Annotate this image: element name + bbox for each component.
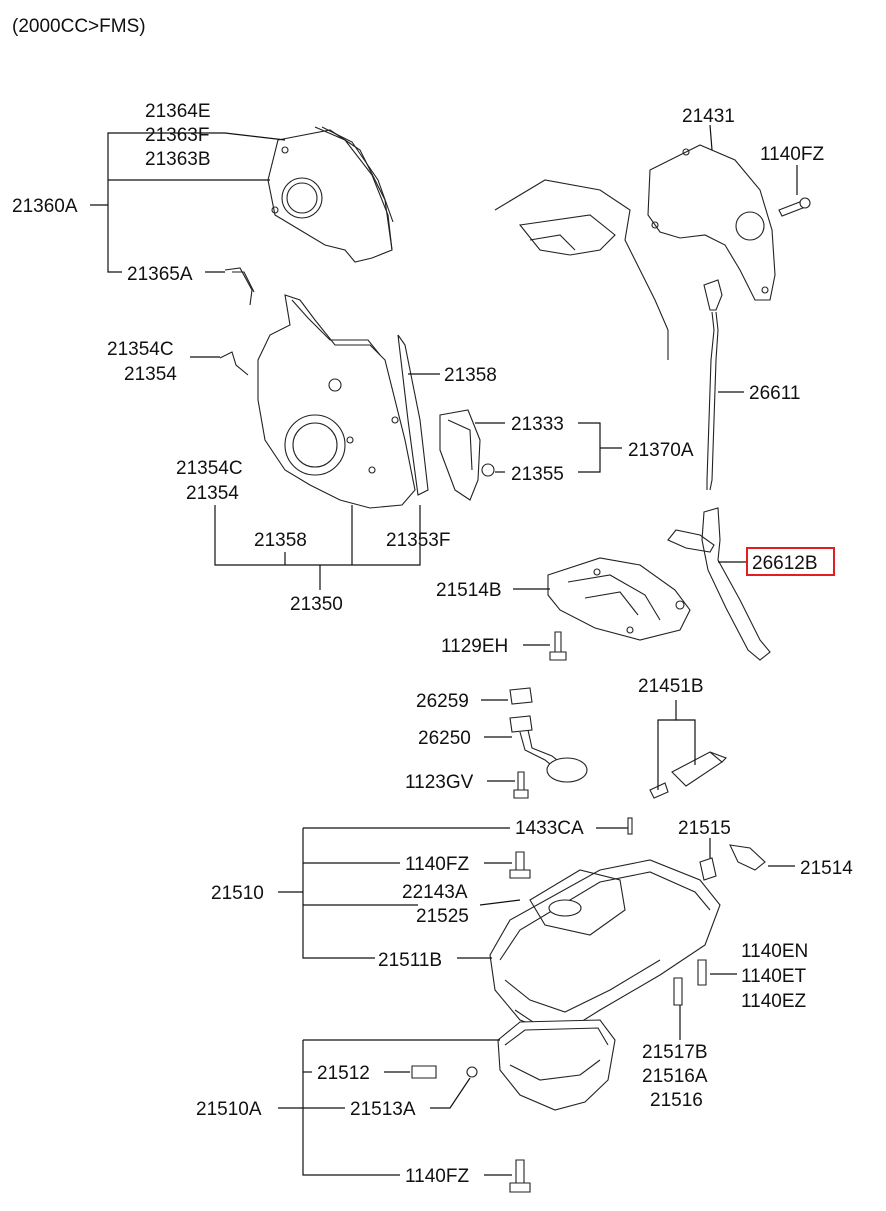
label-1140EN[interactable]: 1140EN: [741, 941, 808, 962]
label-21513A[interactable]: 21513A: [350, 1099, 416, 1120]
label-21363F[interactable]: 21363F: [145, 125, 209, 146]
dipstick-drawing: [667, 279, 771, 661]
label-21354-b[interactable]: 21354: [186, 483, 239, 504]
label-21354C-b[interactable]: 21354C: [176, 458, 243, 479]
label-21360A[interactable]: 21360A: [12, 196, 78, 217]
label-21333[interactable]: 21333: [511, 414, 564, 435]
label-21511B[interactable]: 21511B: [378, 950, 442, 971]
label-21363B[interactable]: 21363B: [145, 149, 211, 170]
label-1140FZ-c[interactable]: 1140FZ: [405, 1166, 469, 1187]
lower-timing-cover-drawing: [219, 294, 495, 509]
oil-pan-upper-drawing: [489, 844, 766, 1036]
label-21353F[interactable]: 21353F: [386, 530, 450, 551]
label-26250[interactable]: 26250: [418, 728, 471, 749]
label-26612B[interactable]: 26612B: [752, 553, 818, 574]
label-21354C-a[interactable]: 21354C: [107, 339, 174, 360]
label-21364E[interactable]: 21364E: [145, 101, 211, 122]
label-1123GV[interactable]: 1123GV: [405, 772, 474, 793]
label-21517B[interactable]: 21517B: [642, 1042, 708, 1063]
label-21358-b[interactable]: 21358: [254, 530, 307, 551]
leader-lines: [90, 124, 798, 1176]
label-26611[interactable]: 26611: [749, 383, 800, 404]
label-1433CA[interactable]: 1433CA: [515, 818, 584, 839]
label-21514B[interactable]: 21514B: [436, 580, 502, 601]
label-21510[interactable]: 21510: [211, 883, 264, 904]
sealant-tube-drawing: [649, 751, 727, 799]
label-1140EZ[interactable]: 1140EZ: [741, 991, 807, 1012]
oil-pan-lower-drawing: [411, 817, 633, 1193]
label-22143A[interactable]: 22143A: [402, 882, 468, 903]
label-21516A[interactable]: 21516A: [642, 1066, 708, 1087]
label-21514[interactable]: 21514: [800, 858, 853, 879]
label-21431[interactable]: 21431: [682, 106, 735, 127]
label-21510A[interactable]: 21510A: [196, 1099, 262, 1120]
label-1129EH[interactable]: 1129EH: [441, 636, 508, 657]
label-21365A[interactable]: 21365A: [127, 264, 193, 285]
label-21512[interactable]: 21512: [317, 1063, 370, 1084]
oil-screen-drawing: [509, 687, 588, 799]
highlight-box-26612B: [746, 547, 835, 576]
rear-plate-drawing: [494, 144, 811, 360]
label-21516[interactable]: 21516: [650, 1090, 703, 1111]
diagram-title: (2000CC>FMS): [12, 16, 146, 37]
baffle-drawing: [547, 557, 691, 661]
label-21358-a[interactable]: 21358: [444, 365, 497, 386]
label-26259[interactable]: 26259: [416, 691, 469, 712]
label-21370A[interactable]: 21370A: [628, 440, 694, 461]
label-1140ET[interactable]: 1140ET: [741, 966, 807, 987]
label-21515[interactable]: 21515: [678, 818, 731, 839]
label-1140FZ-b[interactable]: 1140FZ: [405, 854, 469, 875]
label-21525[interactable]: 21525: [416, 906, 469, 927]
upper-timing-cover-drawing: [224, 126, 394, 306]
label-21355[interactable]: 21355: [511, 464, 564, 485]
label-21350[interactable]: 21350: [290, 594, 343, 615]
label-21451B[interactable]: 21451B: [638, 676, 704, 697]
label-1140FZ-a[interactable]: 1140FZ: [760, 144, 824, 165]
label-21354-a[interactable]: 21354: [124, 364, 177, 385]
